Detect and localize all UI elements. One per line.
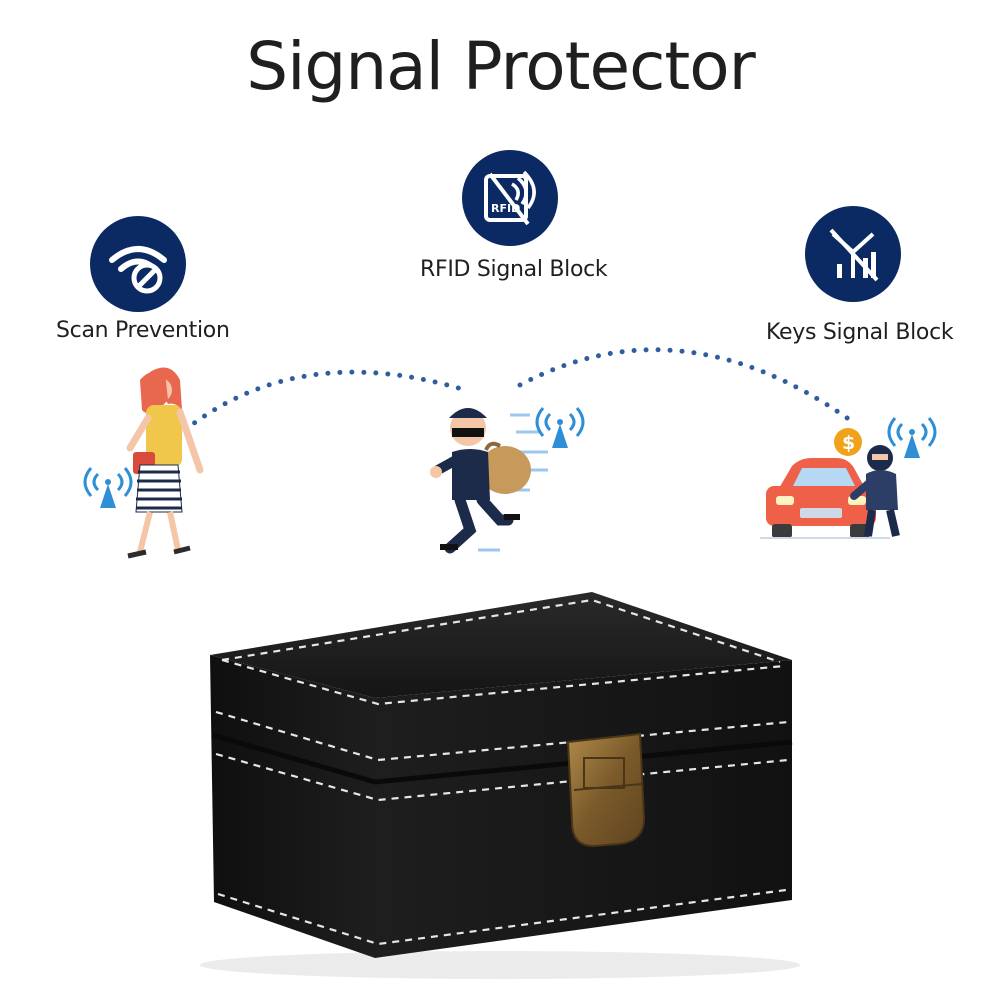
woman-illustration [126, 367, 204, 559]
svg-text:$: $ [842, 432, 855, 454]
signal-path-left [182, 369, 468, 433]
wifi-blocked-icon [90, 216, 186, 312]
brass-latch [566, 732, 646, 848]
feature-label-keys-signal-block: Keys Signal Block [766, 320, 954, 345]
rfid-blocked-icon: RFID [462, 150, 558, 246]
signal-broadcast-icon [887, 417, 937, 458]
running-thief-illustration [430, 408, 548, 554]
dollar-icon: $ [834, 428, 862, 456]
feature-label-scan-prevention: Scan Prevention [56, 318, 230, 343]
car-illustration [760, 458, 890, 539]
signal-blocking-box [200, 592, 800, 979]
signal-broadcast-icon [535, 407, 585, 448]
page-title: Signal Protector [246, 28, 756, 105]
car-thief-illustration [850, 445, 900, 537]
antenna-blocked-icon [805, 206, 901, 302]
signal-path-right [517, 347, 853, 423]
feature-label-rfid-signal-block: RFID Signal Block [420, 257, 608, 282]
signal-broadcast-icon [83, 467, 133, 508]
